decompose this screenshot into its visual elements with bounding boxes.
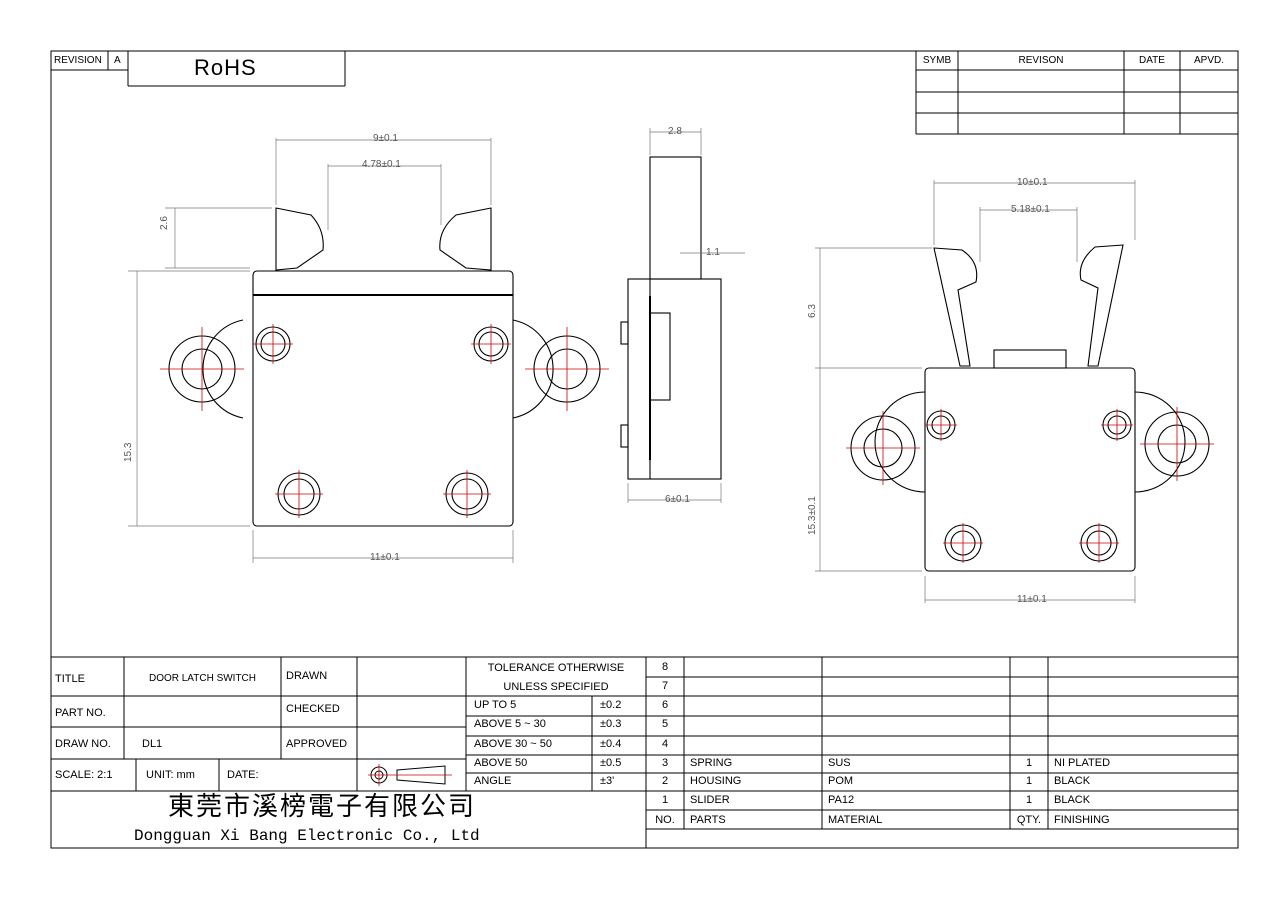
- parts-header-no: NO.: [655, 814, 675, 826]
- side-view: [620, 156, 722, 480]
- rev-table-header-revison: REVISON: [1018, 55, 1064, 66]
- parts-cell-finishing: BLACK: [1054, 794, 1091, 806]
- title-block-lines: [51, 656, 1238, 848]
- parts-cell-finishing: NI PLATED: [1054, 757, 1111, 769]
- right-view: [850, 244, 1210, 572]
- parts-cell-no: 3: [661, 757, 669, 769]
- draw-no-value: DL1: [142, 738, 163, 750]
- parts-header-material: MATERIAL: [828, 814, 883, 826]
- revision-value: A: [114, 55, 121, 66]
- parts-cell-no: 1: [661, 794, 669, 806]
- dim-front-height: 15.3: [123, 442, 134, 462]
- revision-label: REVISION: [54, 55, 102, 66]
- dim-top-height: 2.6: [159, 216, 170, 230]
- parts-header-qty: QTY.: [1016, 814, 1042, 826]
- right-dimension-lines: [815, 180, 1136, 603]
- dim-top-width: 9±0.1: [373, 133, 398, 144]
- tolerance-range: ABOVE 30 ~ 50: [474, 738, 552, 750]
- drawn-label: DRAWN: [286, 670, 328, 682]
- draw-no-label: DRAW NO.: [55, 738, 111, 750]
- parts-cell-no: 5: [661, 718, 669, 730]
- rev-table-header-date: DATE: [1139, 55, 1165, 66]
- tolerance-range: UP TO 5: [474, 699, 517, 711]
- tolerance-heading-1: TOLERANCE OTHERWISE: [487, 662, 625, 674]
- checked-label: CHECKED: [286, 703, 340, 715]
- parts-header-part: PARTS: [690, 814, 726, 826]
- rohs-label: RoHS: [194, 55, 257, 80]
- tolerance-value: ±0.5: [600, 757, 622, 769]
- dim-top-gap: 4.78±0.1: [362, 159, 401, 170]
- parts-cell-qty: 1: [1025, 775, 1033, 787]
- side-dimension-lines: [627, 128, 745, 503]
- dim-right-body-width: 11±0.1: [1017, 594, 1047, 605]
- title-value: DOOR LATCH SWITCH: [148, 673, 257, 684]
- rev-table-header-symb: SYMB: [922, 55, 952, 66]
- dim-right-gap: 5.18±0.1: [1011, 204, 1050, 215]
- tolerance-range: ANGLE: [474, 775, 512, 787]
- parts-cell-material: PA12: [828, 794, 855, 806]
- part-no-label: PART NO.: [55, 707, 106, 719]
- unit-label: UNIT: mm: [146, 769, 195, 781]
- tolerance-range: ABOVE 5 ~ 30: [474, 718, 546, 730]
- company-name-cn: 東莞市溪榜電子有限公司: [168, 792, 477, 822]
- outer-frame: [50, 50, 1239, 849]
- front-dimension-lines: [128, 138, 514, 563]
- front-view: [168, 207, 601, 527]
- dim-side-depth: 6±0.1: [665, 494, 690, 505]
- dim-side-top: 2.8: [668, 126, 682, 137]
- parts-cell-no: 8: [661, 661, 669, 673]
- parts-cell-part: HOUSING: [690, 775, 742, 787]
- tolerance-range: ABOVE 50: [474, 757, 528, 769]
- parts-cell-part: SLIDER: [690, 794, 730, 806]
- company-name-en: Dongguan Xi Bang Electronic Co., Ltd: [134, 827, 480, 845]
- right-centerlines: [846, 407, 1214, 563]
- parts-cell-material: POM: [828, 775, 854, 787]
- tolerance-value: ±0.4: [600, 738, 622, 750]
- dim-right-body-height: 15.3±0.1: [807, 496, 818, 535]
- date-label: DATE:: [227, 769, 259, 781]
- tolerance-value: ±0.3: [600, 718, 622, 730]
- title-label: TITLE: [55, 673, 85, 685]
- parts-header-finishing: FINISHING: [1054, 814, 1110, 826]
- scale-label: SCALE: 2:1: [55, 769, 113, 781]
- rev-table-header-apvd: APVD.: [1193, 55, 1224, 66]
- parts-cell-part: SPRING: [690, 757, 733, 769]
- dim-side-gap: 1.1: [706, 247, 720, 258]
- revision-table-lines: [915, 51, 1238, 135]
- parts-cell-no: 6: [661, 699, 669, 711]
- parts-cell-no: 7: [661, 680, 669, 692]
- parts-cell-no: 4: [661, 738, 669, 750]
- parts-cell-material: SUS: [828, 757, 851, 769]
- dim-right-height: 6.3: [807, 304, 818, 318]
- parts-cell-qty: 1: [1025, 757, 1033, 769]
- tolerance-value: ±3': [600, 775, 615, 787]
- dim-right-width: 10±0.1: [1017, 177, 1048, 188]
- tolerance-heading-2: UNLESS SPECIFIED: [503, 681, 609, 693]
- dim-front-width: 11±0.1: [370, 552, 400, 563]
- parts-cell-no: 2: [661, 775, 669, 787]
- parts-cell-finishing: BLACK: [1054, 775, 1091, 787]
- tolerance-value: ±0.2: [600, 699, 622, 711]
- approved-label: APPROVED: [286, 738, 348, 750]
- front-centerlines: [160, 324, 609, 518]
- parts-cell-qty: 1: [1025, 794, 1033, 806]
